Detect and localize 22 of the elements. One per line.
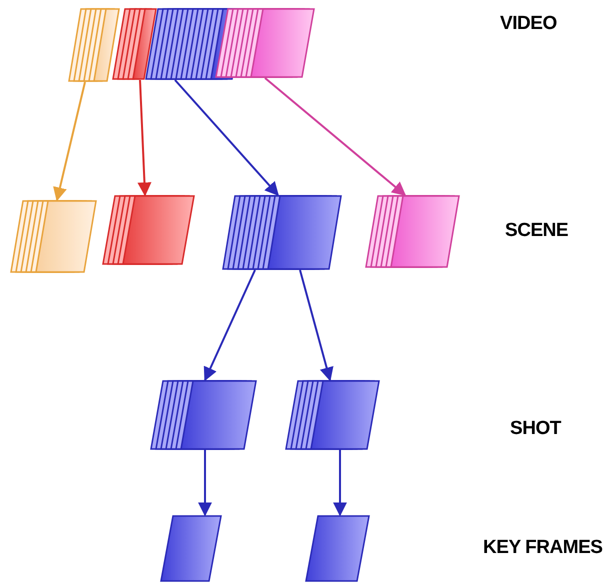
frame-parallelogram	[305, 515, 370, 582]
frame-stack	[215, 8, 315, 78]
level-label: SHOT	[510, 417, 561, 441]
frame-parallelogram	[160, 515, 222, 582]
frame-stack	[365, 195, 460, 268]
arrow	[204, 270, 256, 382]
arrow	[53, 82, 86, 202]
arrow	[137, 80, 152, 196]
arrow	[264, 77, 406, 196]
frame-stack	[102, 195, 195, 265]
level-label: KEY FRAMES	[483, 536, 602, 560]
frame-stack	[10, 200, 97, 273]
frame-stack	[222, 195, 342, 270]
frame-stack	[285, 380, 380, 450]
frame-stack	[68, 8, 120, 82]
level-label: SCENE	[505, 219, 568, 243]
level-label: VIDEO	[500, 12, 557, 36]
arrow	[198, 450, 212, 516]
frame-stack	[150, 380, 257, 450]
arrow	[333, 450, 347, 516]
arrow	[299, 270, 334, 382]
arrow	[174, 79, 279, 196]
